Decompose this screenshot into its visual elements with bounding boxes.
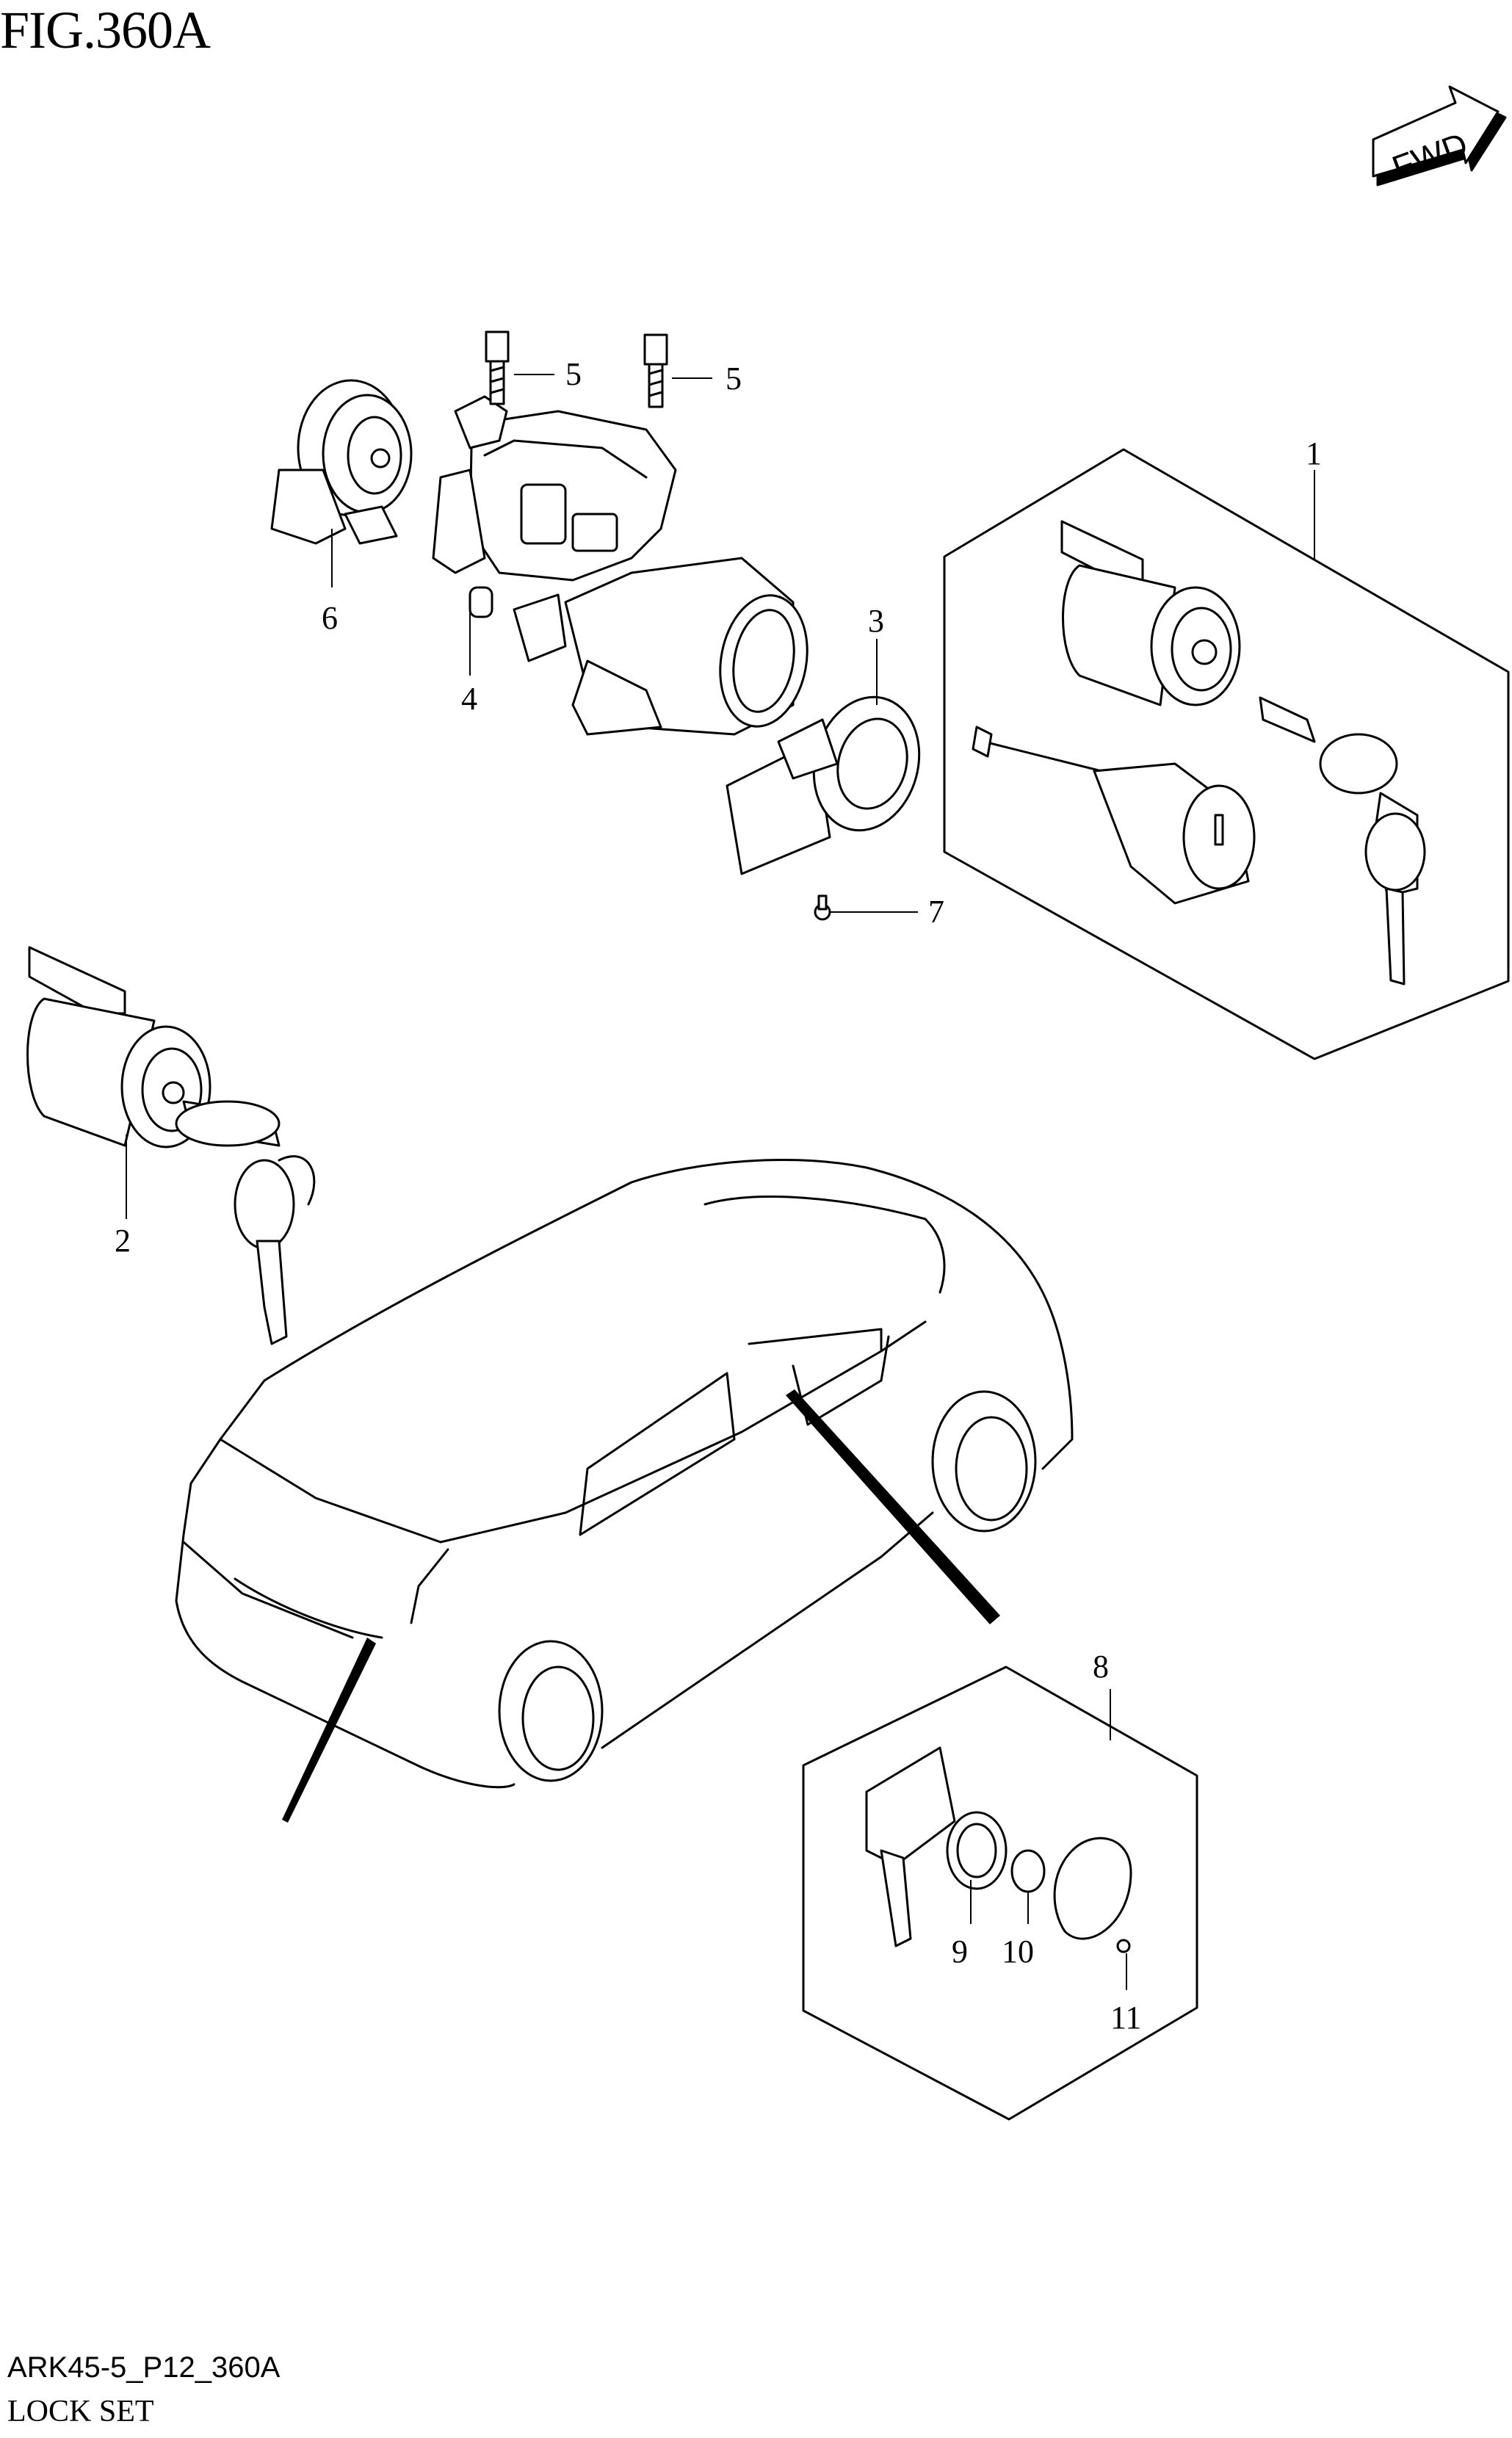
bolt-5b: [643, 333, 668, 408]
figure-title: FIG.360A: [0, 1, 211, 59]
callout-8: 8: [1093, 1649, 1109, 1685]
bolt-5a: [485, 330, 510, 405]
callout-4: 4: [461, 681, 477, 717]
pointer-wedge-rear: [282, 1638, 376, 1823]
part-6-lock-unit: [270, 379, 413, 545]
callout-3: 3: [868, 603, 884, 639]
callout-10: 10: [1002, 1934, 1034, 1969]
steering-lock-assembly: [432, 395, 809, 736]
leader-lines: [126, 374, 1315, 1990]
callout-labels: 1 2 3 4 5 5 6 7 8 9 10 11: [115, 356, 1322, 2036]
part-2-door-lock: [26, 946, 316, 1345]
callout-7: 7: [928, 894, 944, 930]
callout-2: 2: [115, 1223, 131, 1259]
callout-5b: 5: [726, 361, 742, 397]
callout-11: 11: [1110, 2000, 1141, 2036]
kit-frame-8: [802, 1665, 1198, 2121]
callout-1: 1: [1306, 435, 1322, 471]
callout-5a: 5: [565, 356, 582, 392]
vehicle-outline: [175, 1159, 1074, 1789]
part-3-bezel: [726, 695, 921, 875]
part-7-screw: [814, 894, 831, 921]
kit-1-contents: [972, 520, 1426, 985]
kit-8-contents: [865, 1746, 1132, 1953]
callout-6: 6: [322, 600, 338, 636]
fwd-arrow-icon: FWD: [1372, 85, 1507, 187]
figure-subtitle: LOCK SET: [7, 2395, 154, 2428]
pointer-wedge-door: [786, 1389, 1000, 1624]
kit-frame-1: [943, 448, 1510, 1060]
drawing-code: ARK45-5_P12_360A: [7, 2351, 281, 2384]
callout-9: 9: [952, 1934, 968, 1969]
